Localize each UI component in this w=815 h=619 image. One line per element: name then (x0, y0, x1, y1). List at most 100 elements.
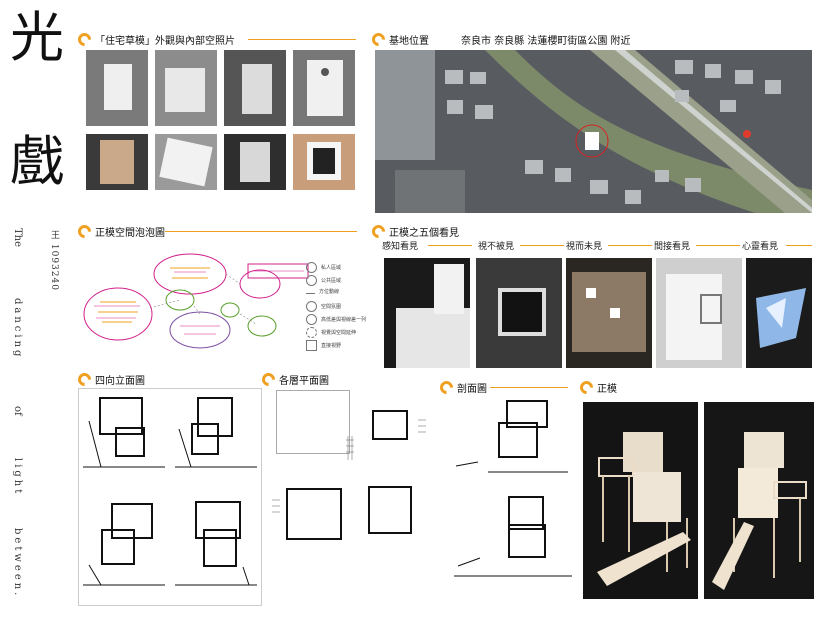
legend-circle-icon (306, 301, 317, 312)
sections-header: 剖面圖 (437, 377, 580, 397)
legend-public: 公共區域 (306, 275, 341, 286)
section-ring-icon (369, 221, 388, 241)
legend-circulation: 方位動線 (306, 288, 339, 295)
sketch-photo-3 (224, 50, 286, 126)
legend-arrow-icon (306, 293, 315, 294)
legend-private: 私人區域 (306, 262, 341, 273)
subtitle-word-3: of (12, 406, 23, 416)
elevation-3-box (101, 529, 135, 565)
elevation-2-box (197, 397, 233, 437)
final-model-photo-1 (583, 402, 698, 599)
elevation-lines (83, 420, 257, 586)
author-id: 王 1093240 (49, 230, 59, 291)
section-ring-icon (369, 29, 388, 49)
bubble-rule (165, 231, 357, 232)
elevations-title: 四向立面圖 (95, 375, 145, 387)
view-rule (786, 245, 812, 246)
light-pattern (756, 288, 806, 348)
view-photo-1 (384, 258, 470, 368)
bubble-title: 正模空間泡泡圖 (95, 227, 165, 239)
legend-level: 高低差與視線差一列 (306, 314, 366, 325)
legend-circle-icon (306, 262, 317, 273)
elevation-drawings (78, 388, 262, 606)
view-rule (520, 245, 564, 246)
view-photo-4 (656, 258, 742, 368)
section-ring-icon (577, 377, 596, 397)
plan-stairs (272, 419, 426, 513)
site-header: 基地位置 奈良市 奈良縣 法蓮櫻町街區公園 附近 (369, 29, 812, 49)
view-rule (608, 245, 652, 246)
satellite-image (375, 50, 812, 213)
legend-circle-icon (306, 327, 317, 338)
sketch-models-header: 「住宅草模」外觀與內部空照片 (75, 29, 363, 49)
elevation-4-box (203, 529, 237, 567)
bubble-diagram: 私人區域 公共區域 方位動線 空間氛圍 高低差與視線差一列 視覺與空間延伸 直接… (80, 244, 370, 356)
view-rule (696, 245, 740, 246)
five-views-title: 正模之五個看見 (389, 227, 459, 239)
elevation-2-box (191, 423, 219, 455)
section-ring-icon (75, 221, 94, 241)
ground-plan-box (276, 390, 350, 454)
legend-square-icon (306, 340, 317, 351)
section-drawings (448, 396, 578, 596)
subtitle-word-5: between. (12, 528, 23, 599)
section-lines (454, 461, 572, 577)
final-model-title: 正模 (597, 383, 617, 395)
legend-view: 直接視野 (306, 340, 341, 351)
view-label-5: 心靈看見 (742, 242, 779, 252)
final-model-photo-2 (704, 402, 814, 599)
plans-title: 各層平面圖 (279, 375, 329, 387)
top-plan-box (368, 486, 412, 534)
upper-plan-box (286, 488, 342, 540)
view-label-3: 視而未見 (566, 242, 603, 252)
sketch-models-rule (248, 39, 356, 40)
plans-header: 各層平面圖 (259, 369, 362, 389)
five-views-header: 正模之五個看見 (369, 221, 812, 241)
section-1-lower (498, 422, 538, 458)
elevation-1-box (99, 397, 143, 435)
sketch-photo-4 (293, 50, 355, 126)
legend-extension: 視覺與空間延伸 (306, 327, 356, 338)
sketch-photo-2 (155, 50, 217, 126)
title-char-2: 戲 (10, 130, 64, 193)
view-label-1: 感知看見 (382, 242, 419, 252)
sketch-photo-5 (86, 134, 148, 190)
site-satellite-map (375, 50, 812, 213)
subtitle-word-4: light (12, 458, 23, 497)
sections-rule (490, 387, 568, 388)
bubble-sketch (83, 253, 309, 349)
view-rule (428, 245, 472, 246)
elevation-4-box (195, 501, 241, 539)
model-render-2 (712, 432, 807, 590)
section-2-lower (508, 524, 546, 558)
elevation-1-box (115, 427, 145, 457)
poster-subtitle: The dancing of light between. (10, 228, 30, 608)
view-photo-3 (566, 258, 652, 368)
title-char-1: 光 (10, 6, 64, 69)
sketch-photo-1 (86, 50, 148, 126)
sketch-model-grid (86, 50, 358, 190)
sketch-models-title: 「住宅草模」外觀與內部空照片 (95, 35, 235, 47)
second-plan-box (372, 410, 408, 440)
elevation-3-box (111, 503, 153, 539)
legend-circle-icon (306, 275, 317, 286)
sketch-photo-6 (155, 134, 217, 190)
section-ring-icon (259, 369, 278, 389)
legend-atmosphere: 空間氛圍 (306, 301, 341, 312)
subtitle-word-2: dancing (12, 298, 23, 360)
final-model-header: 正模 (577, 377, 810, 397)
poster-title: 光 戲 (4, 8, 70, 192)
sketch-photo-7 (224, 134, 286, 190)
site-title: 基地位置 (389, 35, 429, 47)
bubble-header: 正模空間泡泡圖 (75, 221, 363, 241)
subtitle-word-1: The (12, 228, 23, 248)
view-photo-5 (746, 258, 812, 368)
view-label-4: 間接看見 (654, 242, 691, 252)
section-ring-icon (75, 29, 94, 49)
plan-drawings (268, 390, 438, 580)
section-1-upper (506, 400, 548, 428)
view-photo-2 (476, 258, 562, 368)
section-ring-icon (437, 377, 456, 397)
sections-title: 剖面圖 (457, 383, 487, 395)
section-ring-icon (75, 369, 94, 389)
